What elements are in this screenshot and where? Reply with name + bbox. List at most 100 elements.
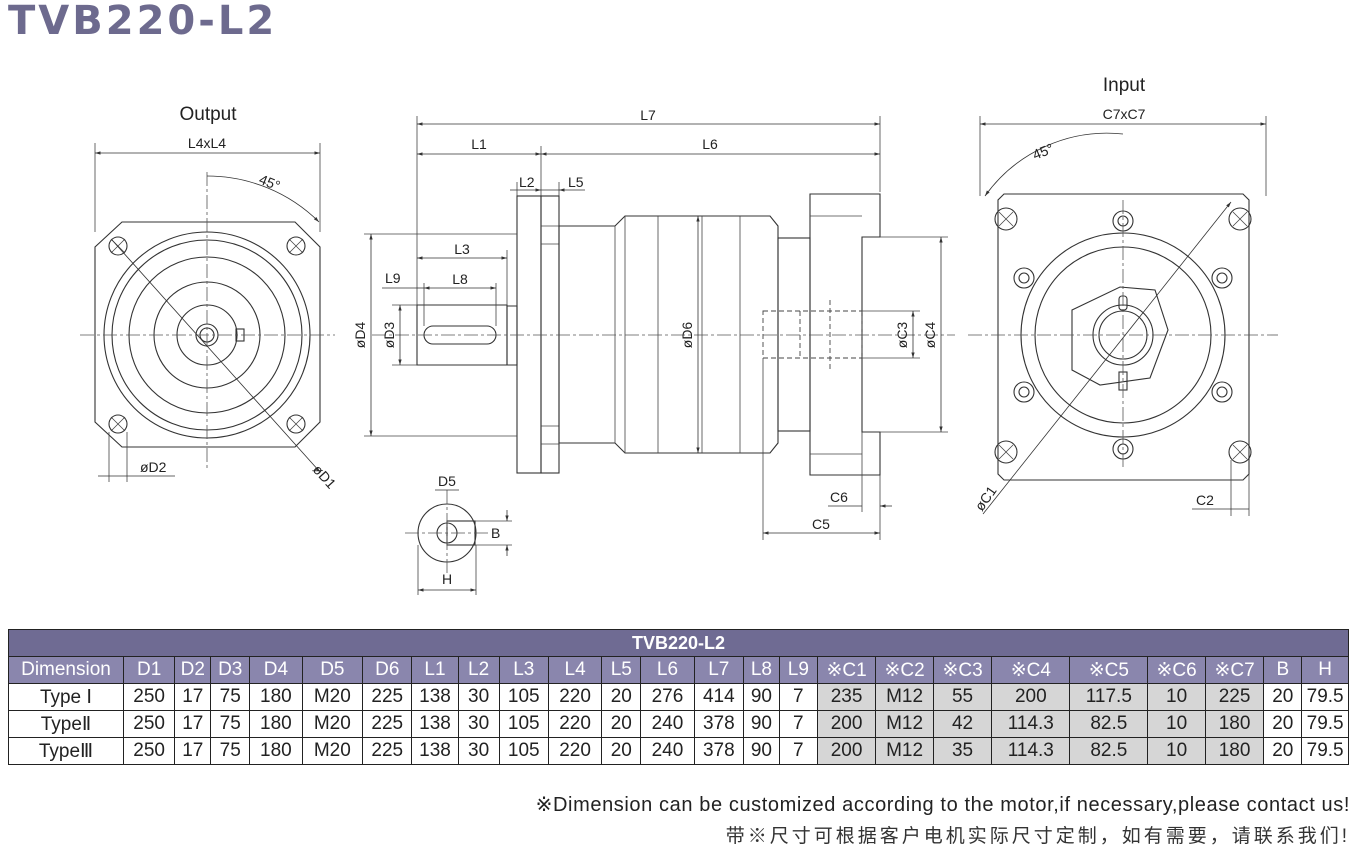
table-cell: 138 [411, 683, 459, 711]
table-cell: 414 [693, 683, 744, 711]
table-cell: 200 [991, 683, 1071, 711]
table-cell: 20 [1263, 737, 1303, 765]
table-cell: 138 [411, 710, 459, 738]
dim-C5: C5 [812, 516, 830, 532]
table-cell: M12 [875, 710, 934, 738]
dim-L9: L9 [385, 270, 401, 286]
table-cell: 220 [547, 710, 603, 738]
table-cell: 90 [742, 683, 780, 711]
table-cell: 75 [210, 710, 251, 738]
table-cell: M20 [301, 710, 364, 738]
table-cell: 30 [457, 737, 500, 765]
dim-L4xL4: L4xL4 [188, 135, 226, 151]
table-cell: 30 [457, 710, 500, 738]
output-view-label: Output [179, 104, 237, 125]
table-cell: 35 [932, 737, 993, 765]
column-header: L9 [778, 656, 818, 684]
output-view: Output L4xL4 øD1 45° [80, 104, 340, 492]
column-header: ※C3 [932, 656, 993, 684]
table-cell: 10 [1147, 737, 1206, 765]
table-cell: 138 [411, 737, 459, 765]
column-header: L7 [693, 656, 744, 684]
table-cell: 20 [601, 710, 642, 738]
table-cell: M20 [301, 683, 364, 711]
column-header: Dimension [8, 656, 124, 684]
table-cell: 75 [210, 737, 251, 765]
table-cell: 30 [457, 683, 500, 711]
table-cell: 200 [816, 737, 877, 765]
column-header: D3 [210, 656, 251, 684]
table-cell: 225 [362, 683, 413, 711]
table-cell: 105 [498, 683, 549, 711]
table-cell: 225 [362, 737, 413, 765]
table-cell: 225 [1204, 683, 1265, 711]
table-cell: 378 [693, 737, 744, 765]
table-cell: 20 [601, 683, 642, 711]
table-cell: 276 [640, 683, 695, 711]
table-cell: 114.3 [991, 737, 1071, 765]
dim-L8: L8 [452, 271, 468, 287]
dim-L3: L3 [454, 241, 470, 257]
column-header: ※C1 [816, 656, 877, 684]
column-header: B [1263, 656, 1303, 684]
column-header: L1 [411, 656, 459, 684]
input-view: Input C7xC7 øC1 [968, 75, 1278, 516]
column-header: ※C4 [991, 656, 1071, 684]
dim-D5: D5 [438, 473, 456, 489]
dim-H: H [442, 571, 452, 587]
table-cell: 17 [174, 683, 212, 711]
dim-phiD4: øD4 [352, 322, 368, 349]
table-cell: 7 [778, 683, 818, 711]
table-cell: 117.5 [1069, 683, 1149, 711]
table-cell: 7 [778, 710, 818, 738]
table-cell: 235 [816, 683, 877, 711]
table-cell: 20 [1263, 683, 1303, 711]
table-cell: 240 [640, 710, 695, 738]
table-cell: 114.3 [991, 710, 1071, 738]
dim-phiD2: øD2 [140, 459, 167, 475]
table-cell: 42 [932, 710, 993, 738]
dim-C6: C6 [830, 489, 848, 505]
column-header: D2 [174, 656, 212, 684]
dim-phiC3: øC3 [894, 322, 910, 349]
row-label: TypeⅢ [8, 737, 124, 765]
table-cell: M12 [875, 737, 934, 765]
column-header: L4 [547, 656, 603, 684]
table-cell: M12 [875, 683, 934, 711]
table-cell: 180 [249, 737, 303, 765]
table-cell: 17 [174, 710, 212, 738]
table-cell: 220 [547, 683, 603, 711]
table-cell: 250 [122, 710, 176, 738]
table-cell: 79.5 [1301, 737, 1349, 765]
table-cell: 240 [640, 737, 695, 765]
column-header: ※C5 [1069, 656, 1149, 684]
dim-L7: L7 [640, 107, 656, 123]
table-cell: 79.5 [1301, 683, 1349, 711]
table-cell: 10 [1147, 710, 1206, 738]
dim-C2: C2 [1196, 492, 1214, 508]
column-header: L8 [742, 656, 780, 684]
page-title: TVB220-L2 [8, 0, 278, 44]
table-cell: 17 [174, 737, 212, 765]
dim-C7xC7: C7xC7 [1103, 106, 1146, 122]
column-header: L2 [457, 656, 500, 684]
column-header: D4 [249, 656, 303, 684]
column-header: L5 [601, 656, 642, 684]
table-cell: 200 [816, 710, 877, 738]
dim-L5: L5 [568, 174, 584, 190]
column-header: ※C2 [875, 656, 934, 684]
dim-45-output: 45° [257, 171, 283, 194]
table-cell: 180 [249, 683, 303, 711]
dim-L6: L6 [702, 136, 718, 152]
table-cell: 180 [1204, 737, 1265, 765]
table-cell: 10 [1147, 683, 1206, 711]
dim-45-input: 45° [1030, 140, 1056, 163]
table-cell: 79.5 [1301, 710, 1349, 738]
table-cell: 20 [601, 737, 642, 765]
column-header: D6 [362, 656, 413, 684]
dim-phiD3: øD3 [381, 322, 397, 349]
table-cell: 225 [362, 710, 413, 738]
